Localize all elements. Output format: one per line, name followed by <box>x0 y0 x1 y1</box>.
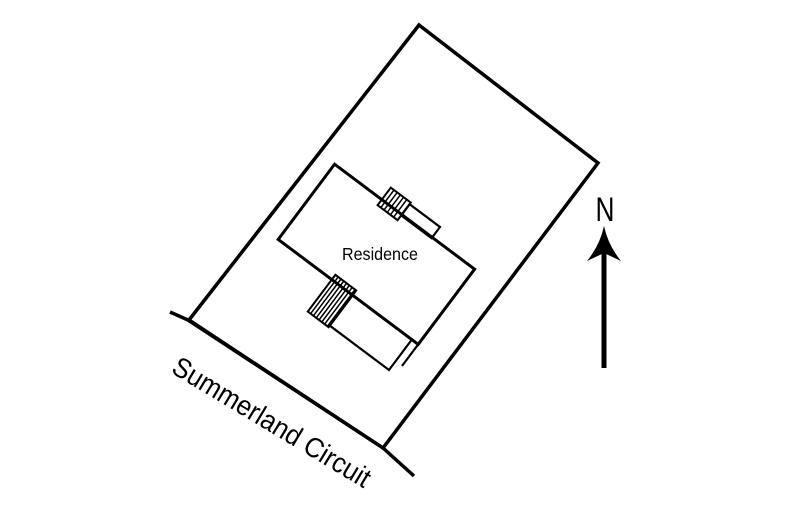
top-steps-hatch <box>376 186 413 222</box>
north-label: N <box>596 191 615 229</box>
wall-extension-line <box>401 343 420 367</box>
north-arrow-icon <box>587 226 621 368</box>
lot-boundary <box>186 22 601 451</box>
bottom-steps-hatch <box>306 273 358 329</box>
residence-label: Residence <box>342 244 418 264</box>
house-group <box>276 162 477 372</box>
street-line <box>169 310 416 478</box>
